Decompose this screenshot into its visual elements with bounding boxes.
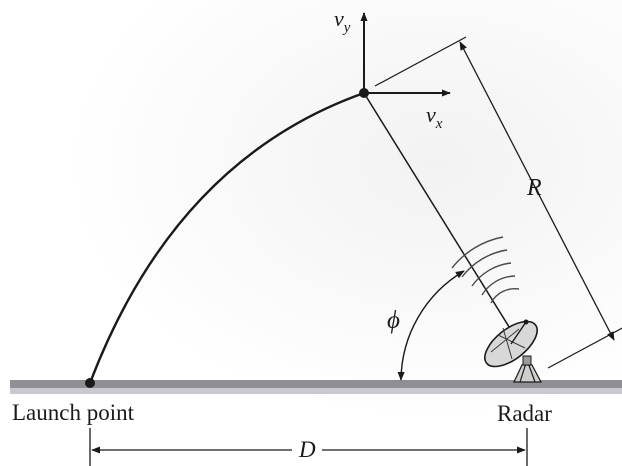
launch-point-marker [85, 378, 95, 388]
ground [10, 380, 622, 394]
distance-dimension [89, 428, 528, 466]
range-label: R [526, 175, 542, 201]
launch-point-label: Launch point [12, 400, 135, 425]
radar-dish-icon [484, 319, 542, 383]
distance-label: D [298, 437, 316, 462]
signal-waves-icon [451, 236, 520, 304]
elevation-angle-label: ϕ [387, 307, 400, 334]
elevation-angle-arc [397, 270, 465, 381]
range-dimension [374, 36, 622, 369]
velocity-x-label: vx [426, 102, 443, 132]
velocity-y-label: vy [334, 6, 351, 36]
trajectory-arc [88, 91, 365, 384]
radar-label: Radar [497, 401, 552, 426]
